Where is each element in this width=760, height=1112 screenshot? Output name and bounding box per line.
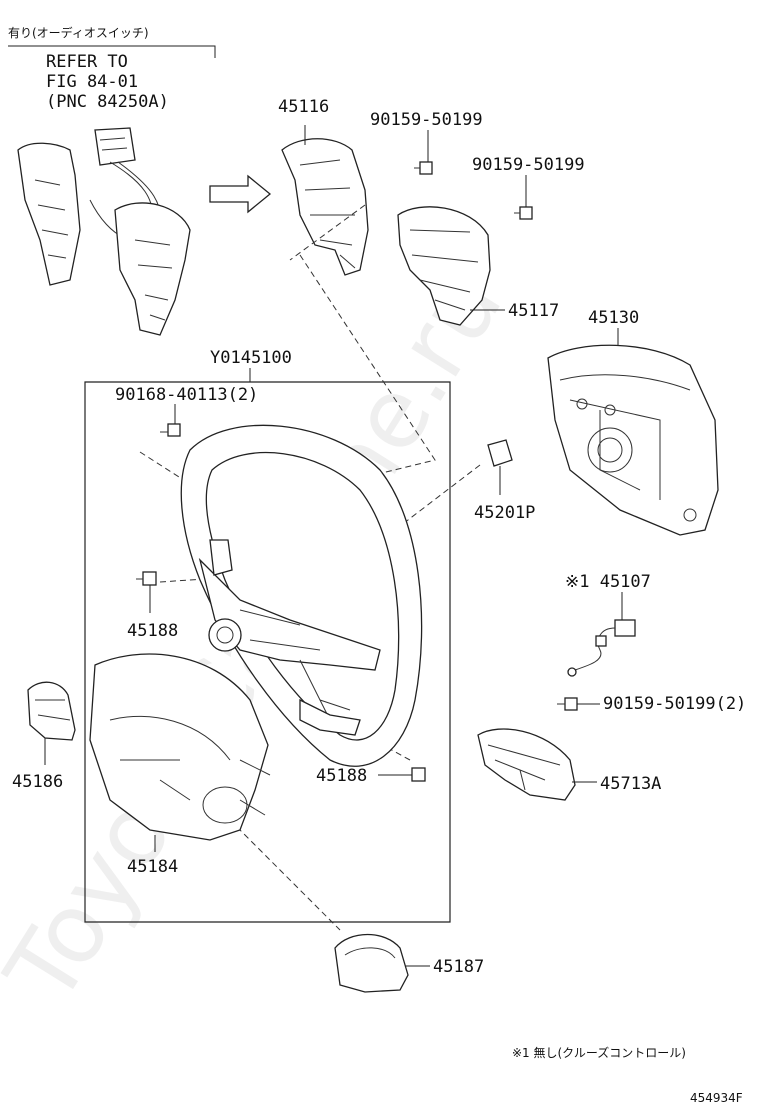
label-45117: 45117 xyxy=(508,301,559,321)
drawing-id: 454934F xyxy=(690,1091,743,1105)
label-45188-upper: 45188 xyxy=(127,621,178,641)
screw-90159-a xyxy=(414,161,433,175)
label-45130: 45130 xyxy=(588,308,639,328)
audio-switch-assembly xyxy=(17,127,191,336)
part-45116-drawing xyxy=(281,138,369,276)
bolt-45188-upper xyxy=(136,571,157,586)
label-90168: 90168-40113(2) xyxy=(115,385,258,405)
footnote: ※1 無し(クルーズコントロール) xyxy=(512,1045,686,1060)
label-assembly-Y0145100: Y0145100 xyxy=(210,348,292,368)
replace-arrow-icon xyxy=(209,174,272,214)
part-45107-drawing xyxy=(567,619,636,677)
part-45187-drawing xyxy=(334,933,409,993)
part-45130-drawing xyxy=(547,344,719,536)
label-45186: 45186 xyxy=(12,772,63,792)
audio-switch-note: 有り(オーディオスイッチ) xyxy=(8,25,149,40)
part-45184-drawing xyxy=(89,653,271,841)
label-90159-b: 90159-50199 xyxy=(472,155,585,175)
screw-90159-c xyxy=(557,697,578,711)
label-45188-lower: 45188 xyxy=(316,766,367,786)
label-45184: 45184 xyxy=(127,857,178,877)
header-bracket xyxy=(8,45,216,58)
label-45107: ※1 45107 xyxy=(565,572,651,592)
label-90159-a: 90159-50199 xyxy=(370,110,483,130)
label-45116: 45116 xyxy=(278,97,329,117)
nut-45201P xyxy=(487,439,513,467)
screw-90159-b xyxy=(514,206,533,220)
refer-line-2: FIG 84-01 xyxy=(46,72,138,92)
part-45117-drawing xyxy=(397,206,491,326)
label-90159-c: 90159-50199(2) xyxy=(603,694,746,714)
assembly-frame xyxy=(84,381,451,923)
part-45186-drawing xyxy=(27,681,76,741)
part-45713A-drawing xyxy=(477,728,576,801)
screw-90168 xyxy=(160,423,181,437)
steering-wheel-drawing xyxy=(180,424,423,767)
label-45187: 45187 xyxy=(433,957,484,977)
refer-line-1: REFER TO xyxy=(46,52,128,72)
label-45201P: 45201P xyxy=(474,503,535,523)
bolt-45188-lower xyxy=(411,767,426,782)
refer-line-3: (PNC 84250A) xyxy=(46,92,169,112)
label-45713A: 45713A xyxy=(600,774,661,794)
